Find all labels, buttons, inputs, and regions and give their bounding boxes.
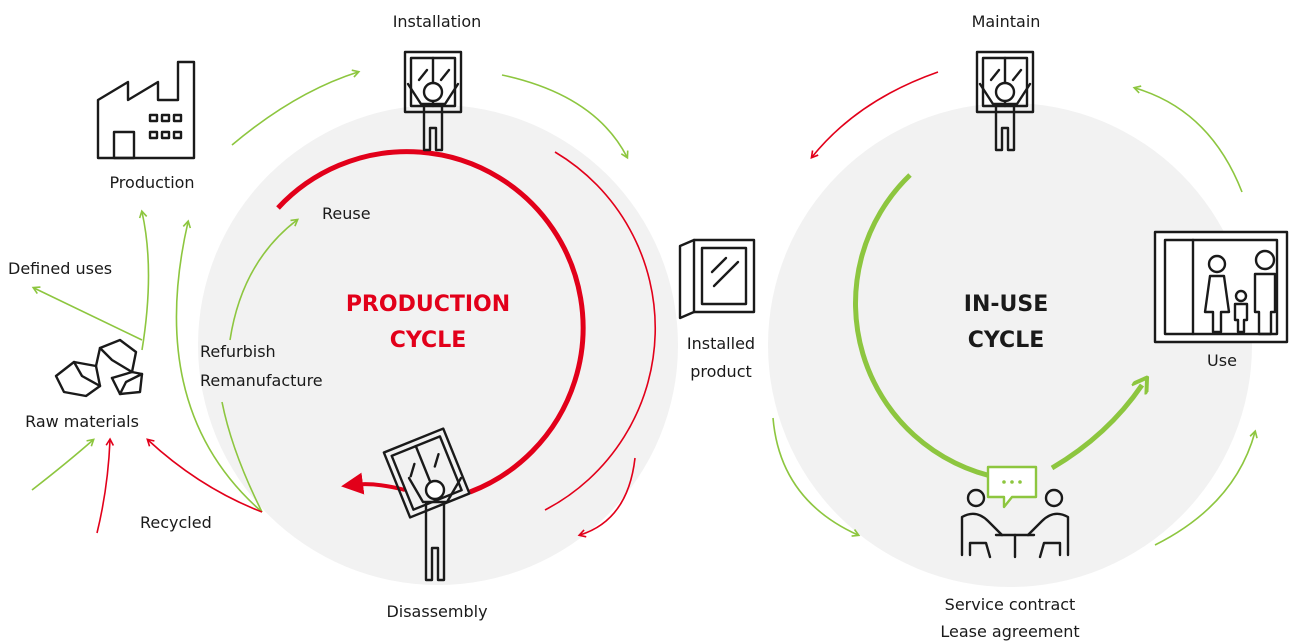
arrow-red-into-raw <box>96 437 115 534</box>
label-installed-line2: product <box>690 362 752 381</box>
label-maintain: Maintain <box>972 12 1041 31</box>
label-reuse: Reuse <box>322 204 371 223</box>
label-production: Production <box>109 173 194 192</box>
arrow-recycled-to-production <box>175 219 263 513</box>
label-lease-agreement: Lease agreement <box>940 622 1079 641</box>
arrow-maintain-out <box>810 71 939 159</box>
production-cycle-title-line1: PRODUCTION <box>346 292 510 317</box>
label-remanufacture: Remanufacture <box>200 371 323 390</box>
speech-bubble-icon <box>986 465 1038 509</box>
rocks-icon <box>54 338 144 398</box>
family-window-icon <box>1153 230 1289 344</box>
arrow-production-to-installation <box>231 69 361 146</box>
production-return-arrow <box>341 472 406 495</box>
in-use-to-use-arrow <box>1050 385 1142 471</box>
installed-window-icon <box>678 238 756 320</box>
arrow-raw-to-production <box>138 209 150 351</box>
maintain-worker-icon <box>975 50 1035 152</box>
arrow-into-raw-1 <box>31 438 95 491</box>
production-main-arc <box>276 149 586 495</box>
arrow-service-to-use <box>1154 429 1258 546</box>
meeting-icon <box>960 465 1070 559</box>
arrow-refurbish-to-reuse <box>229 218 300 341</box>
in-use-cycle-disc <box>768 103 1252 587</box>
label-use: Use <box>1207 351 1237 370</box>
label-installed-line1: Installed <box>687 334 755 353</box>
arrow-use-to-maintain <box>1132 85 1243 193</box>
label-defined-uses: Defined uses <box>8 259 112 278</box>
arrow-installed-to-service <box>772 417 861 537</box>
outer-red-arc <box>544 151 657 511</box>
arrow-installed-to-disassembly <box>577 457 636 538</box>
arrow-to-defined-uses <box>31 286 143 341</box>
label-raw-materials: Raw materials <box>25 412 139 431</box>
production-cycle-title-line2: CYCLE <box>390 328 466 353</box>
label-installation: Installation <box>393 12 482 31</box>
label-disassembly: Disassembly <box>386 602 487 621</box>
arrow-installation-out <box>501 74 629 160</box>
line-remanufacture <box>221 401 263 513</box>
factory-icon <box>96 60 196 160</box>
in-use-cycle-title-line2: CYCLE <box>968 328 1044 353</box>
in-use-main-arc <box>853 173 1001 481</box>
in-use-cycle-title-line1: IN-USE <box>964 292 1048 317</box>
disassembly-worker-icon <box>382 427 471 582</box>
production-cycle-disc <box>198 105 678 585</box>
label-recycled: Recycled <box>140 513 212 532</box>
label-refurbish: Refurbish <box>200 342 276 361</box>
arrow-recycled-to-raw <box>146 438 263 513</box>
label-service-contract: Service contract <box>945 595 1076 614</box>
installation-worker-icon <box>403 50 463 152</box>
